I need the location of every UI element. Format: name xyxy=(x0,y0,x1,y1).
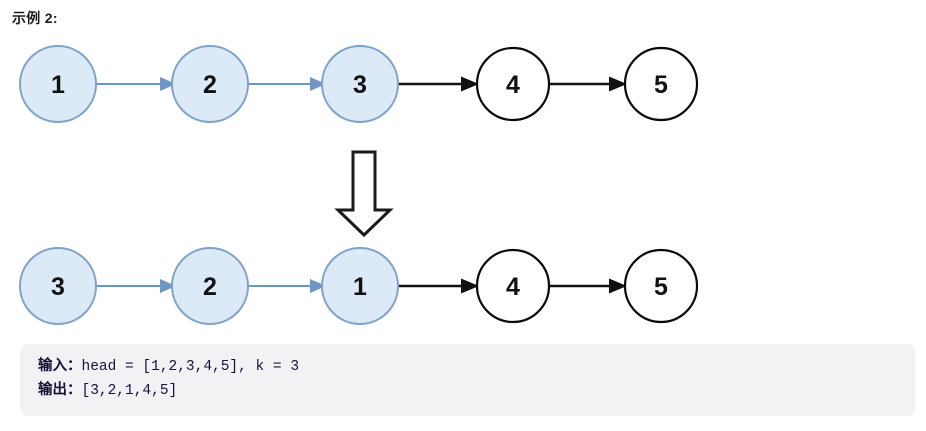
list-node-label: 2 xyxy=(203,273,217,301)
edge-2-to-3 xyxy=(248,77,326,91)
output-label: 输出： xyxy=(38,382,82,398)
linked-list-diagram: 1 2 3 4 5 xyxy=(0,32,926,332)
output-line: 输出：[3,2,1,4,5] xyxy=(38,379,915,403)
edge-1-to-2 xyxy=(96,77,176,91)
list-node-label: 2 xyxy=(203,71,217,99)
list-node: 1 xyxy=(321,247,399,325)
list-node-label: 1 xyxy=(51,71,65,99)
page-title: 示例 2: xyxy=(12,10,58,26)
linked-list-row-before: 1 2 3 4 5 xyxy=(19,45,699,123)
list-node: 4 xyxy=(475,46,551,122)
input-line: 输入：head = [1,2,3,4,5], k = 3 xyxy=(38,355,915,379)
edge-4-to-5 xyxy=(549,278,627,294)
edge-3-to-2 xyxy=(96,279,176,293)
list-node: 5 xyxy=(623,46,699,122)
list-node: 5 xyxy=(623,248,699,324)
list-node-label: 5 xyxy=(654,273,668,301)
io-code-block: 输入：head = [1,2,3,4,5], k = 3 输出：[3,2,1,4… xyxy=(20,344,915,416)
list-node-label: 5 xyxy=(654,71,668,99)
list-node: 2 xyxy=(171,45,249,123)
list-node: 3 xyxy=(321,45,399,123)
edge-1-to-4 xyxy=(398,278,479,294)
output-value: [3,2,1,4,5] xyxy=(81,383,178,399)
list-node-label: 3 xyxy=(51,273,65,301)
input-value: head = [1,2,3,4,5], k = 3 xyxy=(81,359,300,375)
list-node-label: 4 xyxy=(506,273,520,301)
list-node-label: 1 xyxy=(353,273,367,301)
list-node: 2 xyxy=(171,247,249,325)
edge-2-to-1 xyxy=(248,279,326,293)
edge-3-to-4 xyxy=(398,76,479,92)
down-block-arrow-icon xyxy=(334,150,394,238)
input-label: 输入： xyxy=(38,358,82,374)
edge-4-to-5 xyxy=(549,76,627,92)
list-node: 4 xyxy=(475,248,551,324)
list-node: 3 xyxy=(19,247,97,325)
list-node: 1 xyxy=(19,45,97,123)
list-node-label: 4 xyxy=(506,71,520,99)
linked-list-row-after: 3 2 1 4 5 xyxy=(19,247,699,325)
list-node-label: 3 xyxy=(353,71,367,99)
